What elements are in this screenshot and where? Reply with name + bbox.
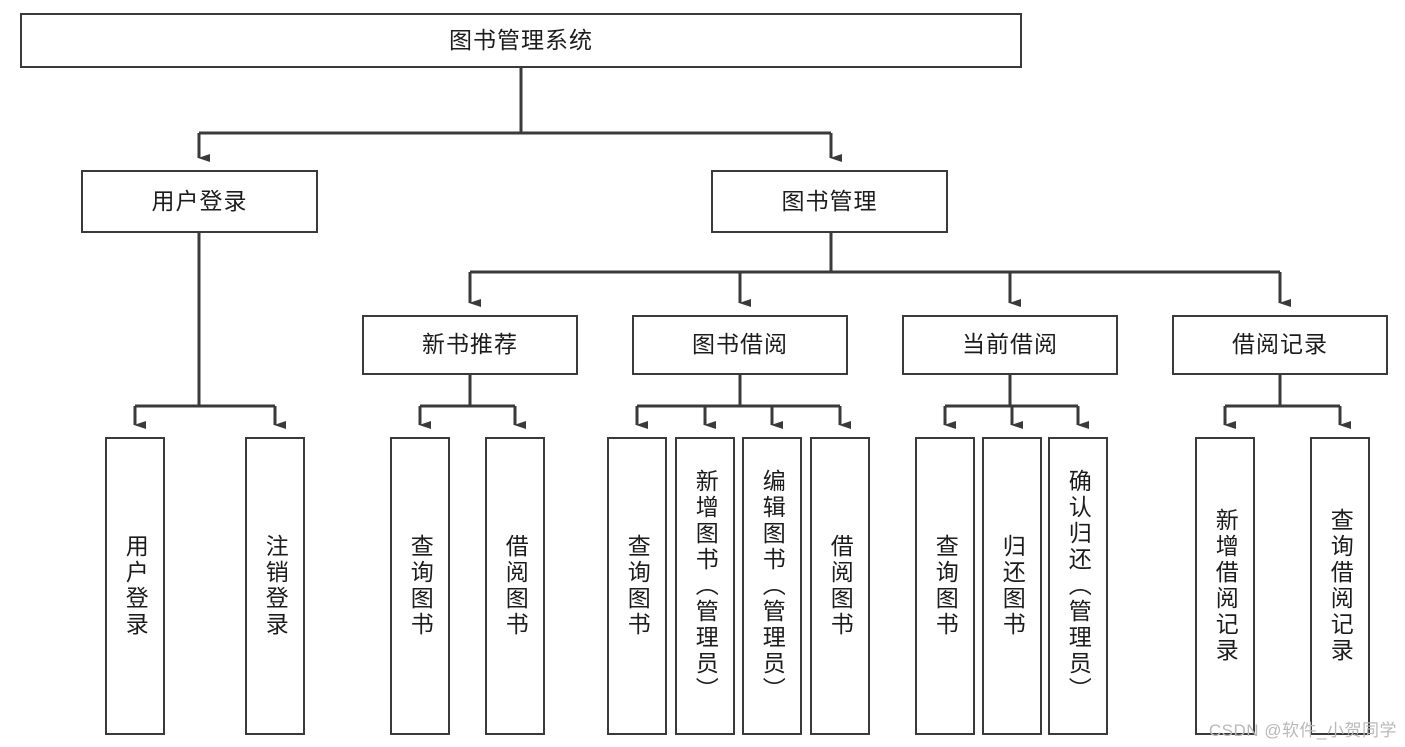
leaf-user-logout[interactable]: 注销登录: [245, 437, 305, 735]
leaf-query-borrow-record[interactable]: 查询借阅记录: [1310, 437, 1370, 735]
node-borrow-record[interactable]: 借阅记录: [1172, 315, 1388, 375]
node-label: 查询图书: [932, 534, 959, 638]
node-label: 注销登录: [262, 534, 289, 638]
leaf-return-book[interactable]: 归还图书: [982, 437, 1042, 735]
node-label: 图书管理: [781, 187, 878, 214]
node-label: 图书借阅: [692, 331, 788, 358]
node-label: 查询图书: [624, 534, 651, 638]
node-label: 借阅记录: [1232, 331, 1328, 358]
node-label: 查询借阅记录: [1327, 508, 1354, 664]
node-label: 新增借阅记录: [1212, 508, 1239, 664]
node-label: 编辑图书（管理员）: [759, 469, 786, 703]
leaf-add-borrow-record[interactable]: 新增借阅记录: [1195, 437, 1255, 735]
node-label: 确认归还（管理员）: [1065, 469, 1092, 703]
leaf-query-book-borrow[interactable]: 查询图书: [607, 437, 667, 735]
node-label: 借阅图书: [827, 534, 854, 638]
leaf-edit-book-admin[interactable]: 编辑图书（管理员）: [742, 437, 802, 735]
node-book-borrow[interactable]: 图书借阅: [632, 315, 848, 375]
node-label: 用户登录: [122, 534, 149, 638]
node-label: 当前借阅: [962, 331, 1058, 358]
node-book-management[interactable]: 图书管理: [711, 170, 948, 233]
node-label: 新增图书（管理员）: [692, 469, 719, 703]
leaf-user-login[interactable]: 用户登录: [105, 437, 165, 735]
leaf-confirm-return-admin[interactable]: 确认归还（管理员）: [1048, 437, 1108, 735]
node-label: 用户登录: [151, 187, 248, 214]
leaf-borrow-book[interactable]: 借阅图书: [810, 437, 870, 735]
csdn-watermark: CSDN @软件_小贺同学: [1208, 721, 1397, 740]
node-label: 图书管理系统: [449, 26, 593, 53]
node-current-borrow[interactable]: 当前借阅: [902, 315, 1118, 375]
leaf-borrow-book-recommend[interactable]: 借阅图书: [485, 437, 545, 735]
node-label: 归还图书: [999, 534, 1026, 638]
node-root-book-management-system[interactable]: 图书管理系统: [20, 13, 1022, 68]
node-label: 新书推荐: [422, 331, 518, 358]
node-new-book-recommend[interactable]: 新书推荐: [362, 315, 578, 375]
leaf-query-book-recommend[interactable]: 查询图书: [390, 437, 450, 735]
node-label: 借阅图书: [502, 534, 529, 638]
leaf-add-book-admin[interactable]: 新增图书（管理员）: [675, 437, 735, 735]
node-user-login[interactable]: 用户登录: [81, 170, 318, 233]
node-label: 查询图书: [407, 534, 434, 638]
leaf-query-book-current[interactable]: 查询图书: [915, 437, 975, 735]
